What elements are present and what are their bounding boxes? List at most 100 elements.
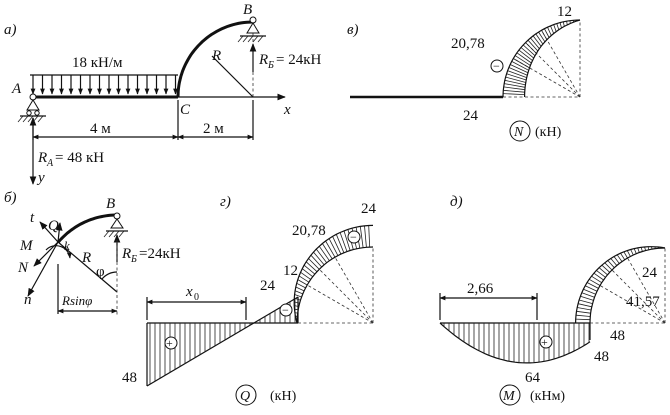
diagram-hatch bbox=[504, 83, 526, 88]
reaction-b2-value: =24кН bbox=[139, 246, 181, 262]
diagram-hatch bbox=[514, 55, 531, 66]
n-val-bottom: 24 bbox=[463, 108, 479, 124]
radial-ray bbox=[306, 284, 374, 324]
diagram-hatch bbox=[302, 268, 313, 278]
diagram-hatch bbox=[601, 264, 610, 273]
diagram-hatch bbox=[525, 42, 537, 54]
panel-d-label: д) bbox=[450, 194, 463, 210]
n-axis bbox=[27, 241, 59, 297]
radius-b-label: R bbox=[81, 250, 91, 266]
reaction-b2-sub: Б bbox=[130, 254, 137, 265]
diagram-hatch bbox=[298, 275, 310, 283]
diagram-hatch bbox=[343, 230, 351, 251]
support-b bbox=[237, 16, 266, 43]
diagram-hatch bbox=[593, 272, 604, 281]
m-val-4157: 41,57 bbox=[626, 294, 660, 310]
n-sign-circle bbox=[490, 59, 504, 73]
m-plus-circle bbox=[539, 335, 553, 349]
diagram-hatch bbox=[541, 30, 548, 40]
q-plus-circle bbox=[164, 336, 178, 350]
m-label: M bbox=[19, 238, 34, 254]
diagram-hatch bbox=[596, 270, 606, 278]
m-parabola bbox=[439, 322, 591, 364]
n-force-arrow bbox=[33, 241, 59, 267]
q-val-48: 48 bbox=[122, 370, 137, 386]
reaction-b-symbol: R bbox=[258, 52, 268, 68]
panel-a: а) 18 кН/м R x A C bbox=[4, 2, 321, 186]
distributed-load bbox=[30, 74, 178, 95]
diagram-hatch bbox=[644, 246, 646, 251]
diagram-hatch bbox=[520, 47, 534, 59]
diagram-hatch bbox=[585, 285, 598, 292]
diagram-hatch bbox=[294, 297, 301, 301]
panel-b: б) B R Б =24кН R φ t Q M k N n Rsinφ bbox=[4, 190, 181, 315]
load-label: 18 кН/м bbox=[72, 55, 123, 71]
diagram-hatch bbox=[589, 278, 601, 286]
diagram-hatch bbox=[547, 27, 552, 36]
radial-ray bbox=[627, 257, 666, 324]
q-outer-curve bbox=[293, 224, 374, 324]
diagram-hatch bbox=[297, 279, 308, 286]
diagram-hatch bbox=[315, 248, 328, 263]
diagram-hatch bbox=[633, 248, 637, 254]
diagram-hatch bbox=[550, 25, 555, 34]
panel-d: д) + 2,66 64 48 48 24 41,57 M (кНм) bbox=[439, 194, 666, 406]
diagram-hatch bbox=[556, 23, 560, 30]
diagram-hatch bbox=[538, 31, 546, 43]
diagram-hatch bbox=[583, 288, 596, 295]
panel-g: г) + − − x 0 48 24 12 20,78 24 Q (кН) bbox=[122, 194, 377, 406]
point-b2-label: B bbox=[106, 196, 115, 212]
n-caption-unit: (кН) bbox=[535, 125, 562, 140]
diagram-hatch bbox=[623, 251, 628, 259]
diagram-hatch bbox=[504, 79, 526, 86]
diagram-hatch bbox=[294, 305, 299, 307]
ground-hatch bbox=[17, 115, 24, 123]
diagram-hatch bbox=[527, 39, 539, 52]
span-4m: 4 м bbox=[90, 121, 111, 137]
diagram-hatch bbox=[506, 73, 527, 81]
arc-cb bbox=[176, 20, 254, 98]
q-minus1: − bbox=[282, 303, 289, 317]
q-val-12: 12 bbox=[283, 263, 298, 279]
q-minus2: − bbox=[350, 230, 357, 244]
point-b-label: B bbox=[243, 2, 252, 18]
diagram-hatch bbox=[503, 86, 525, 91]
diagram-hatch bbox=[308, 258, 320, 270]
diagram-hatch bbox=[294, 301, 300, 304]
q-inner-arc bbox=[296, 246, 374, 324]
diagram-hatch bbox=[294, 308, 299, 311]
angle-arc bbox=[101, 271, 118, 280]
diagram-hatch bbox=[607, 260, 615, 268]
diagram-hatch bbox=[640, 247, 643, 252]
diagram-hatch bbox=[522, 44, 536, 56]
m-caption-symbol: M bbox=[502, 389, 516, 404]
moment-arrow bbox=[45, 245, 72, 259]
m-caption-circle bbox=[499, 384, 521, 406]
q-caption-circle bbox=[235, 384, 257, 406]
rsin-label: Rsinφ bbox=[61, 293, 92, 308]
m-val-48a: 48 bbox=[594, 349, 609, 365]
x-axis-label: x bbox=[283, 102, 291, 118]
radial-ray bbox=[525, 42, 581, 98]
radius-b bbox=[57, 241, 118, 293]
diagram-hatch bbox=[562, 21, 565, 27]
diagram-hatch bbox=[613, 256, 620, 264]
diagram-hatch bbox=[510, 64, 529, 74]
diagram-hatch bbox=[305, 261, 318, 272]
panel-g-label: г) bbox=[220, 194, 231, 210]
x0-sub: 0 bbox=[194, 292, 199, 303]
radius-line bbox=[211, 55, 254, 98]
reaction-b-value: = 24кН bbox=[276, 52, 321, 68]
ground-hatch bbox=[257, 35, 264, 43]
diagram-hatch bbox=[364, 225, 367, 248]
q-minus-circle2 bbox=[347, 230, 361, 244]
support-a bbox=[17, 93, 46, 123]
q-label: Q bbox=[48, 218, 59, 234]
diagram-hatch bbox=[332, 236, 342, 255]
radius-label: R bbox=[211, 48, 221, 64]
diagram-hatch bbox=[303, 264, 316, 275]
diagram-hatch bbox=[296, 282, 306, 289]
phi-label: φ bbox=[96, 264, 105, 280]
diagram-hatch bbox=[359, 226, 364, 248]
